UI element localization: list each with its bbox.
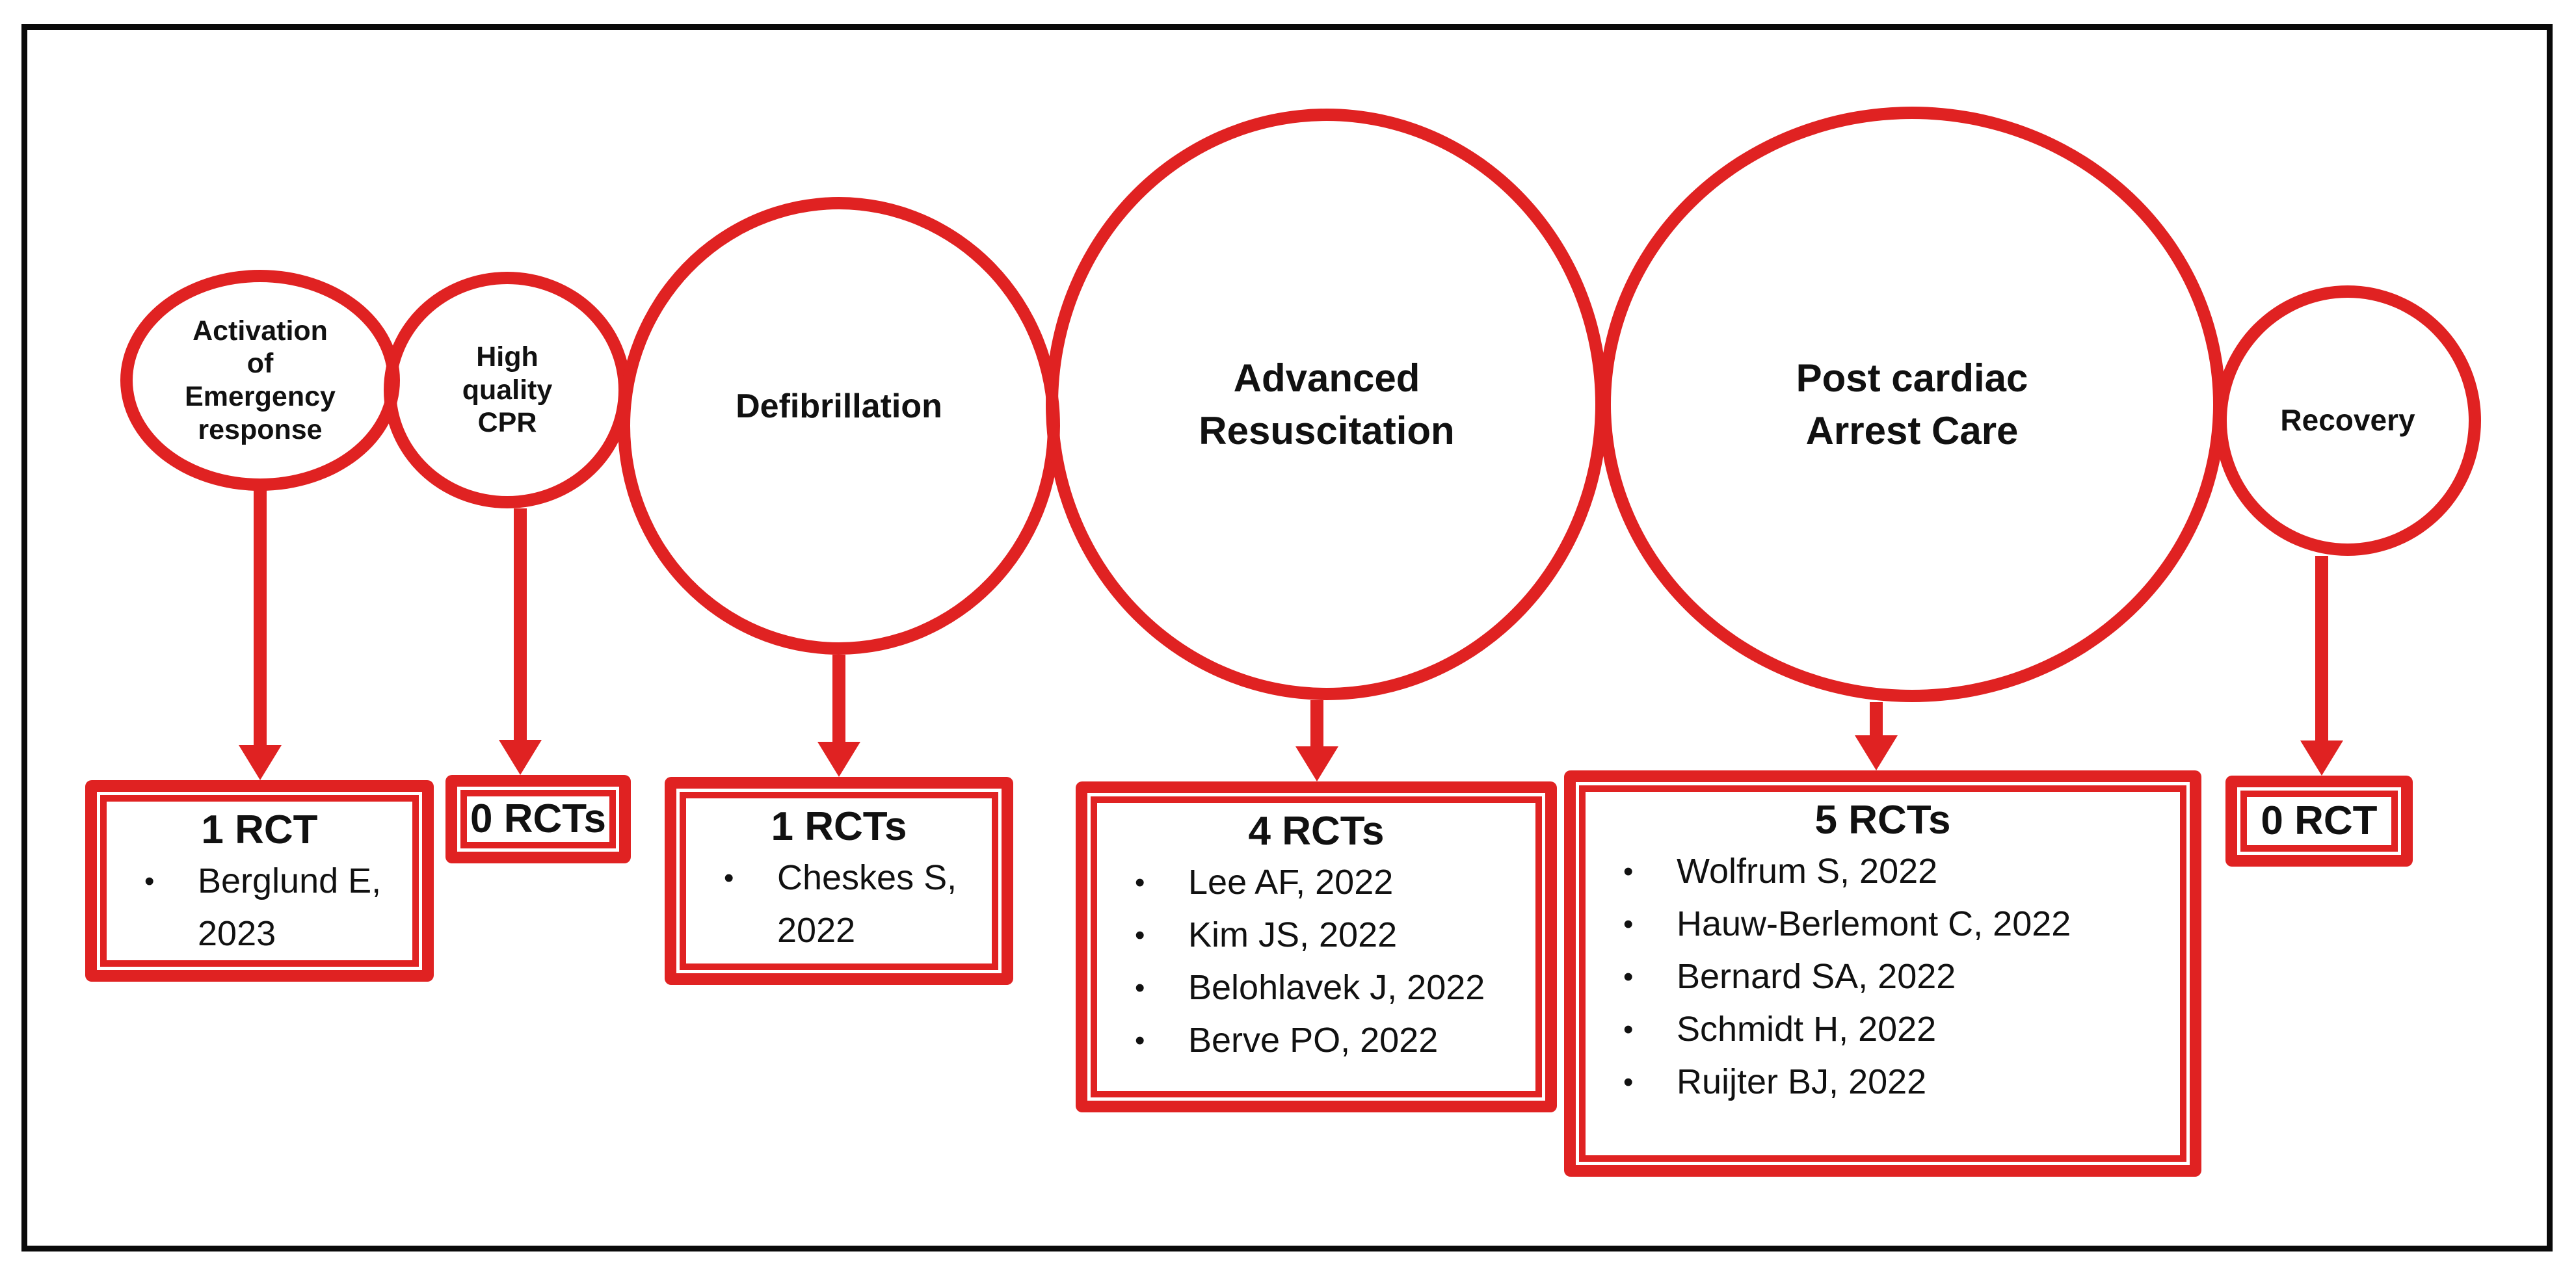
rct-box-activation: 1 RCT Berglund E, 2023: [85, 780, 434, 982]
stage-label: Post cardiac Arrest Care: [1796, 356, 2028, 452]
arrow-head-icon: [2300, 740, 2343, 776]
rct-box-title: 5 RCTs: [1814, 798, 1951, 843]
rct-list: Wolfrum S, 2022Hauw-Berlemont C, 2022Ber…: [1586, 845, 2180, 1108]
stage-label: High quality CPR: [462, 341, 553, 439]
rct-list: Lee AF, 2022Kim JS, 2022Belohlavek J, 20…: [1097, 856, 1535, 1067]
arrow-line: [514, 508, 527, 744]
rct-box-inner: 1 RCTs Cheskes S, 2022: [680, 792, 998, 970]
arrow-line: [1310, 700, 1323, 750]
stage-label: Recovery: [2280, 403, 2415, 438]
rct-list-item: Hauw-Berlemont C, 2022: [1586, 898, 2180, 950]
rct-list-item: Berve PO, 2022: [1097, 1014, 1535, 1067]
rct-list: Berglund E, 2023: [107, 855, 412, 960]
rct-box-cpr: 0 RCTs: [445, 775, 631, 863]
rct-list-item: Kim JS, 2022: [1097, 909, 1535, 962]
arrow-line: [2315, 556, 2328, 744]
rct-list-item: Berglund E, 2023: [107, 855, 412, 960]
rct-list: Cheskes S, 2022: [686, 852, 992, 957]
rct-box-post-cardiac-arrest-care: 5 RCTs Wolfrum S, 2022Hauw-Berlemont C, …: [1564, 770, 2201, 1177]
stage-circle-high-quality-cpr: High quality CPR: [384, 272, 631, 508]
arrow-line: [1870, 702, 1883, 739]
arrow-line: [832, 655, 845, 746]
arrow-line: [254, 490, 267, 749]
rct-box-title: 4 RCTs: [1248, 809, 1385, 854]
rct-list-item: Ruijter BJ, 2022: [1586, 1056, 2180, 1108]
stage-label: Activation of Emergency response: [185, 315, 336, 445]
stage-circle-post-cardiac-arrest-care: Post cardiac Arrest Care: [1599, 107, 2225, 702]
rct-box-inner: 0 RCTs: [460, 790, 616, 848]
arrow-head-icon: [817, 742, 860, 777]
stage-circle-activation-of-emergency-response: Activation of Emergency response: [120, 270, 400, 491]
arrow-head-icon: [499, 740, 542, 775]
rct-box-title: 1 RCTs: [771, 804, 907, 849]
stage-circle-recovery: Recovery: [2214, 285, 2481, 556]
rct-list-item: Belohlavek J, 2022: [1097, 962, 1535, 1014]
outer-frame: [21, 24, 2553, 1251]
rct-box-inner: 5 RCTs Wolfrum S, 2022Hauw-Berlemont C, …: [1579, 785, 2186, 1162]
stage-circle-advanced-resuscitation: Advanced Resuscitation: [1046, 109, 1608, 700]
stage-circle-defibrillation: Defibrillation: [618, 197, 1060, 655]
rct-box-title: 1 RCT: [201, 807, 318, 852]
rct-list-item: Bernard SA, 2022: [1586, 950, 2180, 1003]
rct-box-inner: 4 RCTs Lee AF, 2022Kim JS, 2022Belohlave…: [1091, 796, 1542, 1097]
rct-box-recovery: 0 RCT: [2225, 776, 2413, 867]
rct-box-inner: 0 RCT: [2240, 791, 2398, 852]
rct-box-inner: 1 RCT Berglund E, 2023: [100, 795, 419, 967]
stage-label: Advanced Resuscitation: [1199, 356, 1455, 452]
stage-label: Defibrillation: [736, 387, 942, 425]
rct-list-item: Cheskes S, 2022: [686, 852, 992, 957]
rct-list-item: Wolfrum S, 2022: [1586, 845, 2180, 898]
rct-box-title: 0 RCTs: [470, 796, 606, 842]
rct-box-title: 0 RCT: [2261, 798, 2378, 844]
arrow-head-icon: [1295, 746, 1338, 781]
rct-list-item: Lee AF, 2022: [1097, 856, 1535, 909]
arrow-head-icon: [1855, 735, 1898, 770]
rct-box-defibrillation: 1 RCTs Cheskes S, 2022: [665, 777, 1013, 985]
rct-list-item: Schmidt H, 2022: [1586, 1003, 2180, 1056]
arrow-head-icon: [239, 745, 282, 780]
rct-box-advanced-resuscitation: 4 RCTs Lee AF, 2022Kim JS, 2022Belohlave…: [1076, 781, 1557, 1112]
